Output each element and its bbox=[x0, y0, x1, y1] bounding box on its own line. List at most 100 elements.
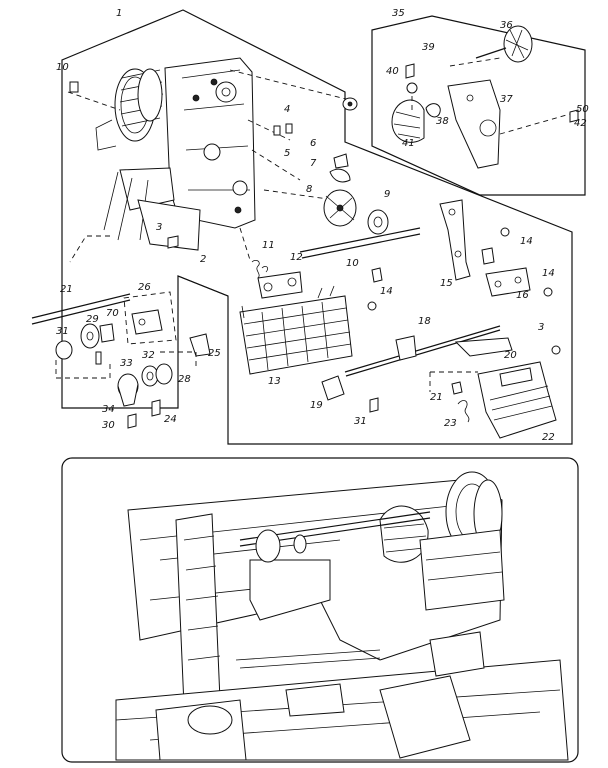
label-18: 18 bbox=[418, 316, 431, 327]
label-40: 40 bbox=[386, 66, 399, 77]
screw-14a bbox=[500, 227, 510, 237]
label-3b: 3 bbox=[538, 322, 544, 333]
leader-26-box bbox=[123, 291, 177, 345]
label-15: 15 bbox=[440, 278, 453, 289]
handwheel-36 bbox=[475, 25, 533, 63]
bracket-12 bbox=[257, 271, 303, 299]
screw-30 bbox=[127, 413, 137, 429]
screw-24 bbox=[151, 399, 161, 417]
label-21b: 21 bbox=[430, 392, 443, 403]
bushing-38 bbox=[425, 103, 441, 118]
label-22: 22 bbox=[542, 432, 555, 443]
label-25: 25 bbox=[208, 348, 221, 359]
inset-box-35 bbox=[371, 15, 586, 196]
screw-34 bbox=[369, 397, 379, 413]
label-13: 13 bbox=[268, 376, 281, 387]
washer-40 bbox=[406, 82, 418, 94]
lever-16 bbox=[485, 267, 531, 297]
screw-39 bbox=[405, 63, 415, 79]
label-23: 23 bbox=[444, 418, 457, 429]
label-14a: 14 bbox=[520, 236, 533, 247]
small-parts bbox=[69, 81, 358, 249]
label-35: 35 bbox=[392, 8, 405, 19]
spring-23 bbox=[457, 400, 470, 423]
label-31b: 31 bbox=[354, 416, 367, 427]
leader-31 bbox=[55, 360, 111, 379]
cam-stack-13 bbox=[239, 285, 353, 375]
plate-37 bbox=[447, 79, 501, 169]
screw-14b bbox=[543, 287, 553, 297]
label-21: 21 bbox=[60, 284, 73, 295]
screw-3b bbox=[551, 345, 561, 355]
label-33: 33 bbox=[120, 358, 133, 369]
lever-25 bbox=[189, 333, 211, 357]
label-32: 32 bbox=[142, 350, 155, 361]
leader-knob bbox=[429, 371, 478, 392]
clamp-19 bbox=[321, 375, 345, 401]
cam-33 bbox=[117, 373, 139, 407]
label-37: 37 bbox=[500, 94, 513, 105]
lever-20 bbox=[454, 337, 513, 357]
rod-27 bbox=[31, 293, 131, 325]
bracket-15 bbox=[439, 199, 495, 281]
knob-22 bbox=[477, 361, 557, 439]
gear-41 bbox=[391, 99, 425, 143]
label-70: 70 bbox=[106, 308, 119, 319]
label-8: 8 bbox=[306, 184, 312, 195]
label-12: 12 bbox=[290, 252, 303, 263]
label-6: 6 bbox=[310, 138, 316, 149]
label-36: 36 bbox=[500, 20, 513, 31]
collar-32 bbox=[141, 365, 159, 387]
bracket-18 bbox=[395, 335, 417, 361]
label-28: 28 bbox=[178, 374, 191, 385]
spring-11 bbox=[251, 259, 269, 279]
label-10: 10 bbox=[56, 62, 69, 73]
label-3: 3 bbox=[156, 222, 162, 233]
label-30: 30 bbox=[102, 420, 115, 431]
label-50: 50 bbox=[576, 104, 589, 115]
leader-lines bbox=[67, 69, 351, 263]
bushing-31 bbox=[55, 340, 73, 360]
label-41: 41 bbox=[402, 138, 415, 149]
collar-28 bbox=[155, 363, 173, 385]
label-7: 7 bbox=[310, 158, 317, 169]
label-29: 29 bbox=[86, 314, 99, 325]
machine-assembly bbox=[115, 471, 569, 761]
nut-10b bbox=[371, 267, 383, 283]
label-42: 42 bbox=[574, 118, 587, 129]
label-26: 26 bbox=[138, 282, 151, 293]
label-34: 34 bbox=[102, 404, 115, 415]
leader-28 bbox=[160, 351, 197, 366]
shaft-main bbox=[299, 227, 421, 259]
label-14b: 14 bbox=[542, 268, 555, 279]
machine-view-frame bbox=[61, 457, 579, 763]
label-11: 11 bbox=[262, 240, 275, 251]
label-10b: 10 bbox=[346, 258, 359, 269]
main-group-outline bbox=[61, 9, 573, 445]
label-9: 9 bbox=[384, 189, 390, 200]
bracket-26 bbox=[131, 309, 163, 335]
label-2: 2 bbox=[200, 254, 206, 265]
label-4: 4 bbox=[284, 104, 290, 115]
bushing-9 bbox=[367, 209, 389, 235]
callout-labels: 1 10 4 5 6 7 8 9 3 2 11 12 10 14 14 14 1… bbox=[56, 8, 589, 443]
label-31: 31 bbox=[56, 326, 69, 337]
label-1: 1 bbox=[116, 8, 122, 19]
label-19: 19 bbox=[310, 400, 323, 411]
label-24: 24 bbox=[164, 414, 177, 425]
group-divider bbox=[177, 275, 229, 297]
collar-29 bbox=[80, 323, 100, 349]
gear-8 bbox=[323, 189, 357, 227]
label-38: 38 bbox=[436, 116, 449, 127]
rod-18 bbox=[344, 325, 501, 377]
bushing-70 bbox=[99, 323, 115, 343]
nut-21b bbox=[451, 381, 463, 395]
screw-14c bbox=[367, 301, 377, 311]
motor-assembly bbox=[95, 57, 256, 251]
label-14c: 14 bbox=[380, 286, 393, 297]
leader-inset bbox=[411, 57, 571, 135]
label-20: 20 bbox=[504, 350, 517, 361]
pin-31 bbox=[95, 351, 102, 365]
